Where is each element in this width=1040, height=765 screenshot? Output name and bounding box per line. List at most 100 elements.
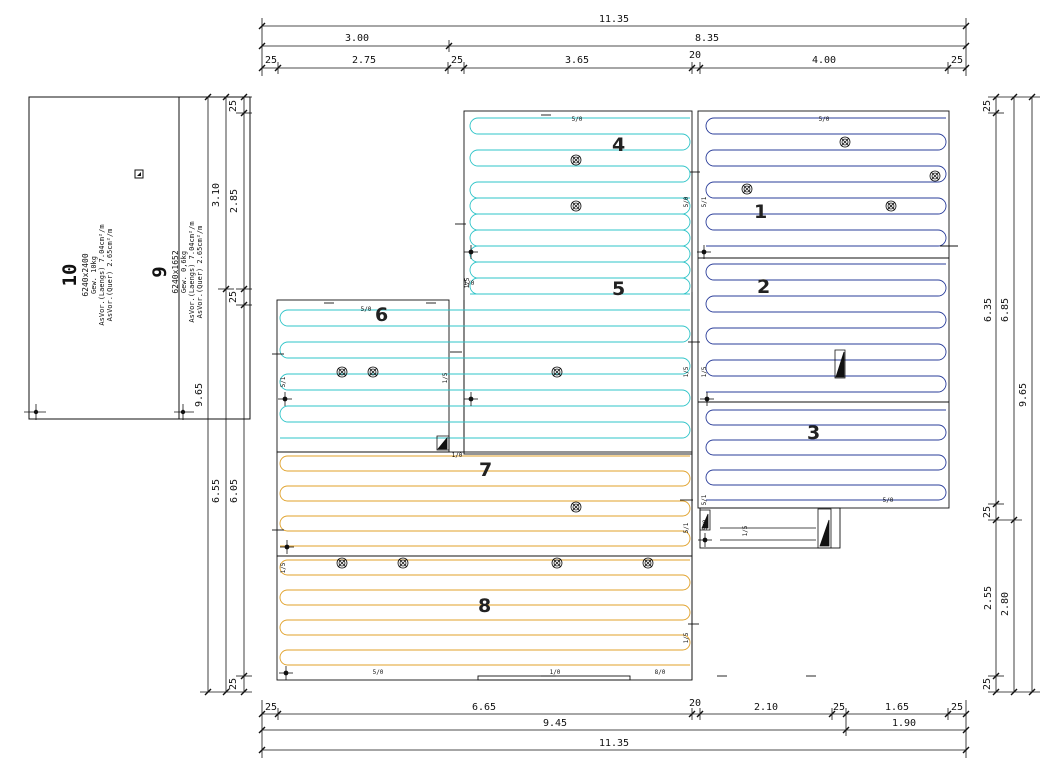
zone-number: 6 xyxy=(375,304,388,326)
dim-left-seg: 3.10 xyxy=(211,183,222,207)
panel-9-reinf-cross: AsVor.(Quer) 2.65cm²/m xyxy=(196,226,204,319)
zone-number: 1 xyxy=(754,201,767,223)
loop-zone-5 xyxy=(469,197,691,295)
circuit-tag: 1/5 xyxy=(701,366,708,377)
floor-drain-icon xyxy=(551,366,563,378)
floor-drain-icon xyxy=(367,366,379,378)
manifold-symbols xyxy=(436,349,846,549)
floor-drain-icon xyxy=(741,183,753,195)
dim-bottom-left: 9.45 xyxy=(543,718,567,729)
panel-9-weight: Gew. 0,6kg xyxy=(180,251,188,293)
floor-drain-icon xyxy=(397,557,409,569)
circuit-tag: 5/0 xyxy=(702,519,709,530)
circuit-tag: 5/0 xyxy=(683,196,690,207)
loop-zone-4-5 xyxy=(469,117,691,295)
dim-top-overall: 11.35 xyxy=(599,14,629,25)
dim-bottom-seg: 6.65 xyxy=(472,702,496,713)
dim-right-seg: 6.85 xyxy=(1000,298,1011,322)
floor-drain-icon xyxy=(885,200,897,212)
floor-drain-icon xyxy=(839,136,851,148)
right-dimension-chains xyxy=(988,93,1040,696)
dim-top-seg: 25 xyxy=(451,55,463,66)
zone-numbers: 1 2 3 4 5 6 7 8 xyxy=(375,134,820,617)
floor-drain-icon xyxy=(570,154,582,166)
dim-right-seg: 25 xyxy=(982,506,993,518)
connector-ticks xyxy=(272,114,958,677)
floor-drain-icon xyxy=(551,557,563,569)
panel-10-reinf-cross: AsVor.(Quer) 2.65cm²/m xyxy=(106,229,114,322)
loop-zone-2 xyxy=(705,263,947,393)
dim-right-seg: 2.80 xyxy=(1000,592,1011,616)
heating-loops xyxy=(279,117,947,666)
zone-number: 8 xyxy=(478,595,491,617)
vertical-circuit-tags: 5/0 1/5 1/5 1/5 5/1 5/1 5/1 1/5 5/1 5/0 … xyxy=(280,196,749,643)
circuit-tags: 5/0 5/0 5/0 5/0 5/0 1/0 1/0 1/0 8/0 xyxy=(361,116,894,676)
dim-bottom-seg: 25 xyxy=(833,702,845,713)
zone-number: 4 xyxy=(612,134,625,156)
loop-zone-3 xyxy=(705,409,947,501)
loop-zone-1 xyxy=(705,117,947,247)
panel-9-size: 6240x1652 xyxy=(171,250,180,294)
dim-top-seg: 2.75 xyxy=(352,55,376,66)
floor-drain-icon xyxy=(336,366,348,378)
panel-9-number: 9 xyxy=(149,266,171,277)
circuit-tag: 1/5 xyxy=(442,372,449,383)
zone-number: 5 xyxy=(612,278,625,300)
bottom-dimension-labels: 25 6.65 20 2.10 25 1.65 25 9.45 1.90 11.… xyxy=(265,698,963,749)
panel-9 xyxy=(134,96,251,420)
left-dimension-chains xyxy=(200,93,252,696)
dim-top-left: 3.00 xyxy=(345,33,369,44)
circuit-tag: 1/0 xyxy=(452,452,463,459)
panel-10-reinf-long: AsVor.(Laengs) 7.04cm²/m xyxy=(98,224,106,325)
circuit-tag: 5/1 xyxy=(701,494,708,505)
dim-left-seg: 25 xyxy=(228,291,239,303)
room-outlines xyxy=(276,110,950,681)
dim-bottom-seg: 2.10 xyxy=(754,702,778,713)
dim-top-seg: 20 xyxy=(689,50,701,61)
dim-top-seg: 4.00 xyxy=(812,55,836,66)
dim-right-seg: 9.65 xyxy=(1018,383,1029,407)
dim-left-seg: 2.85 xyxy=(229,189,240,213)
dim-bottom-seg: 25 xyxy=(265,702,277,713)
dim-top-seg: 3.65 xyxy=(565,55,589,66)
circuit-tag: 5/1 xyxy=(683,522,690,533)
circuit-tag: 1/5 xyxy=(683,366,690,377)
fixtures xyxy=(336,136,941,569)
circuit-tag: 5/0 xyxy=(819,116,830,123)
circuit-tag: 1/5 xyxy=(683,632,690,643)
reference-points xyxy=(278,245,714,680)
panel-9-reinf-long: AsVor.(Laengs) 7.04cm²/m xyxy=(188,221,196,322)
panel-10-size: 6240x2400 xyxy=(81,253,90,297)
dim-bottom-seg: 1.65 xyxy=(885,702,909,713)
panel-10-weight: Gew. 10kg xyxy=(90,256,98,294)
dim-left-seg: 6.55 xyxy=(211,479,222,503)
dim-left-seg: 9.65 xyxy=(194,383,205,407)
dim-left-seg: 25 xyxy=(228,678,239,690)
dim-right-seg: 6.35 xyxy=(983,298,994,322)
zone-number: 3 xyxy=(807,422,820,444)
circuit-tag: 5/1 xyxy=(280,376,287,387)
top-dimension-chains xyxy=(258,18,970,76)
circuit-tag: 1/0 xyxy=(464,280,475,287)
dim-right-seg: 25 xyxy=(982,100,993,112)
dim-bottom-seg: 25 xyxy=(951,702,963,713)
left-dimension-labels: 25 2.85 25 3.10 9.65 6.05 6.55 25 xyxy=(194,100,240,690)
dim-right-seg: 2.55 xyxy=(983,586,994,610)
top-dimension-labels: 11.35 3.00 8.35 25 2.75 25 3.65 20 4.00 … xyxy=(265,14,963,66)
dim-top-seg: 25 xyxy=(265,55,277,66)
floor-drain-icon xyxy=(570,501,582,513)
dim-top-seg: 25 xyxy=(951,55,963,66)
panel-9-label: 9 6240x1652 Gew. 0,6kg AsVor.(Laengs) 7.… xyxy=(149,221,204,322)
zone-number: 7 xyxy=(479,459,492,481)
panel-10-number: 10 xyxy=(59,264,81,287)
circuit-tag: 5/0 xyxy=(373,669,384,676)
circuit-tag: 1/5 xyxy=(464,277,471,288)
floor-drain-icon xyxy=(929,170,941,182)
circuit-tag: 8/0 xyxy=(655,669,666,676)
dim-left-seg: 6.05 xyxy=(229,479,240,503)
dim-bottom-overall: 11.35 xyxy=(599,738,629,749)
zone-number: 2 xyxy=(757,276,770,298)
dim-right-seg: 25 xyxy=(982,678,993,690)
dim-bottom-seg: 20 xyxy=(689,698,701,709)
